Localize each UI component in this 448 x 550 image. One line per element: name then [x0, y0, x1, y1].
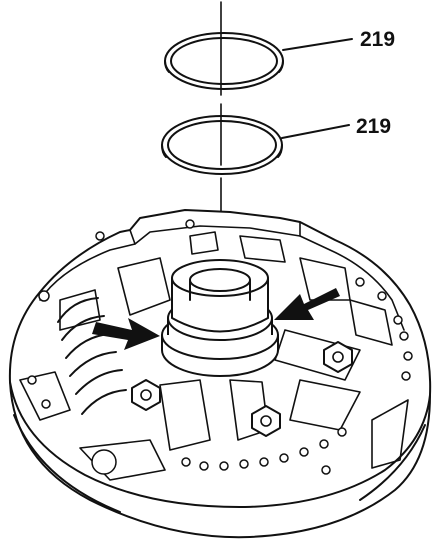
callout-label-lower: 219 [356, 115, 391, 138]
bolt-right [323, 341, 353, 373]
arrow-right [274, 288, 340, 320]
perimeter-holes [27, 219, 413, 475]
callout-leader-lower [281, 124, 350, 139]
seal-ring-upper [164, 32, 284, 90]
bolt-left [131, 379, 161, 411]
seal-ring-lower [161, 115, 283, 175]
arrow-left [92, 318, 160, 350]
hub-assembly [161, 259, 279, 377]
callout-leader-upper [282, 38, 353, 51]
bolt-center [251, 405, 281, 437]
callout-label-upper: 219 [360, 28, 395, 51]
